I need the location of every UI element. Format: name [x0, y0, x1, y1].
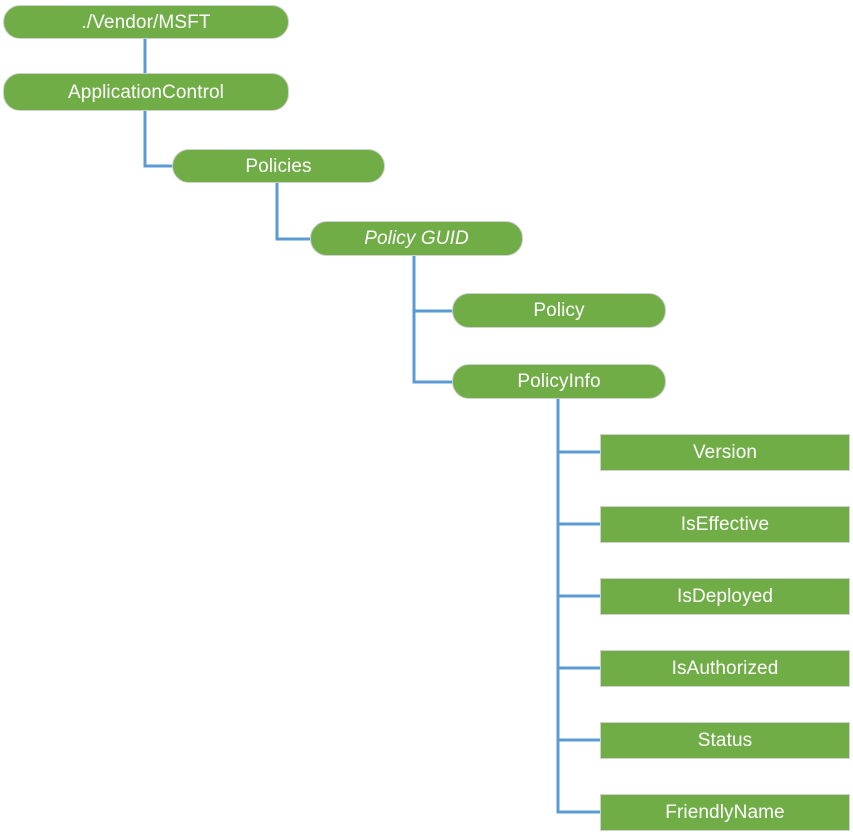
edge-policyguid-to-policyinfo — [412, 256, 453, 384]
node-label: IsDeployed — [676, 586, 774, 607]
node-is-deployed[interactable]: IsDeployed — [600, 578, 850, 615]
edge-policies-to-policyguid — [275, 183, 311, 241]
node-label: Status — [697, 730, 753, 751]
node-is-effective[interactable]: IsEffective — [600, 506, 850, 543]
node-label: Policy — [533, 300, 585, 321]
edge-policyinfo-to-friendlyname — [556, 399, 600, 814]
node-label: IsEffective — [680, 514, 770, 535]
node-label: Policies — [245, 155, 312, 177]
node-policies[interactable]: Policies — [172, 149, 385, 183]
node-policy-guid[interactable]: Policy GUID — [310, 221, 523, 256]
edge-policyinfo-to-version — [556, 399, 600, 454]
node-is-authorized[interactable]: IsAuthorized — [600, 650, 850, 687]
edge-policyinfo-to-status — [556, 399, 600, 742]
node-policy[interactable]: Policy — [452, 293, 666, 328]
node-status[interactable]: Status — [600, 722, 850, 759]
node-version[interactable]: Version — [600, 434, 850, 471]
node-label: FriendlyName — [665, 802, 785, 823]
node-label: ApplicationControl — [68, 81, 224, 103]
node-label: IsAuthorized — [671, 658, 779, 679]
edge-appcontrol-to-policies — [143, 111, 173, 168]
node-vendor-msft[interactable]: ./Vendor/MSFT — [3, 5, 289, 39]
node-application-control[interactable]: ApplicationControl — [3, 73, 289, 111]
edge-policyinfo-to-iseffective — [556, 399, 600, 526]
node-label: Version — [692, 442, 758, 463]
edge-policyinfo-to-isauthorized — [556, 399, 600, 670]
edge-policyguid-to-policy — [412, 256, 453, 313]
node-label: ./Vendor/MSFT — [81, 11, 211, 33]
node-policy-info[interactable]: PolicyInfo — [452, 364, 666, 399]
node-label: PolicyInfo — [517, 371, 601, 392]
node-label: Policy GUID — [364, 228, 469, 249]
node-friendly-name[interactable]: FriendlyName — [600, 794, 850, 831]
edge-policyinfo-to-isdeployed — [556, 399, 600, 598]
